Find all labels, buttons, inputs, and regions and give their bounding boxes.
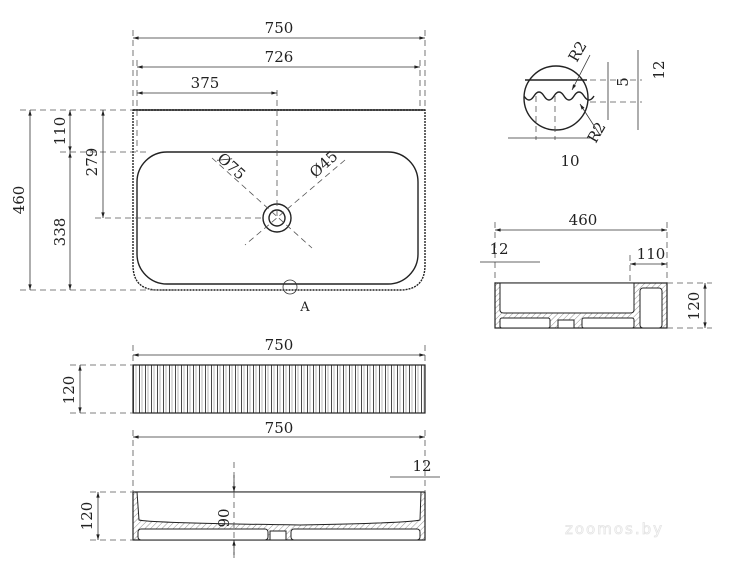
dim-front-height: 120: [60, 376, 78, 405]
front-view: 750 120: [60, 336, 426, 414]
dim-section-basin-depth: 90: [215, 508, 233, 527]
detail-marker-circle: [282, 279, 298, 295]
detail-marker-label: A: [299, 300, 310, 315]
dim-deck-depth: 110: [51, 117, 69, 146]
dim-overall-width: 750: [265, 19, 294, 37]
dim-groove-depth: 5: [614, 77, 632, 87]
dim-pitch: 10: [560, 152, 579, 170]
dim-side-height: 120: [685, 292, 703, 321]
front-section: 750 120 90 12: [78, 419, 440, 561]
dim-inner-width: 726: [265, 48, 294, 66]
dim-drain-offset: 279: [83, 148, 101, 177]
dim-front-width: 750: [265, 336, 294, 354]
top-view: 750 726 375 460 110 279 338 Ø75 Ø45 A: [10, 19, 426, 315]
detail-a: R2 5 12 R2 10: [508, 38, 668, 170]
watermark: zoomos.by: [565, 520, 664, 538]
dim-overall-depth: 460: [10, 186, 28, 215]
dim-side-deck: 110: [637, 245, 666, 263]
dim-half-width: 375: [191, 74, 220, 92]
dim-side-wall: 12: [489, 240, 508, 258]
side-section: 460 12 110 120: [480, 211, 712, 329]
basin-outline: [132, 109, 426, 291]
dim-section-wall: 12: [412, 457, 431, 475]
dim-section-height: 120: [78, 502, 96, 531]
dim-drain-outer: Ø75: [214, 149, 249, 183]
dim-radius-bottom: R2: [584, 119, 610, 146]
dim-section-width: 750: [265, 419, 294, 437]
dim-edge-height: 12: [650, 60, 668, 79]
dim-basin-depth: 338: [51, 218, 69, 247]
dim-side-width: 460: [569, 211, 598, 229]
